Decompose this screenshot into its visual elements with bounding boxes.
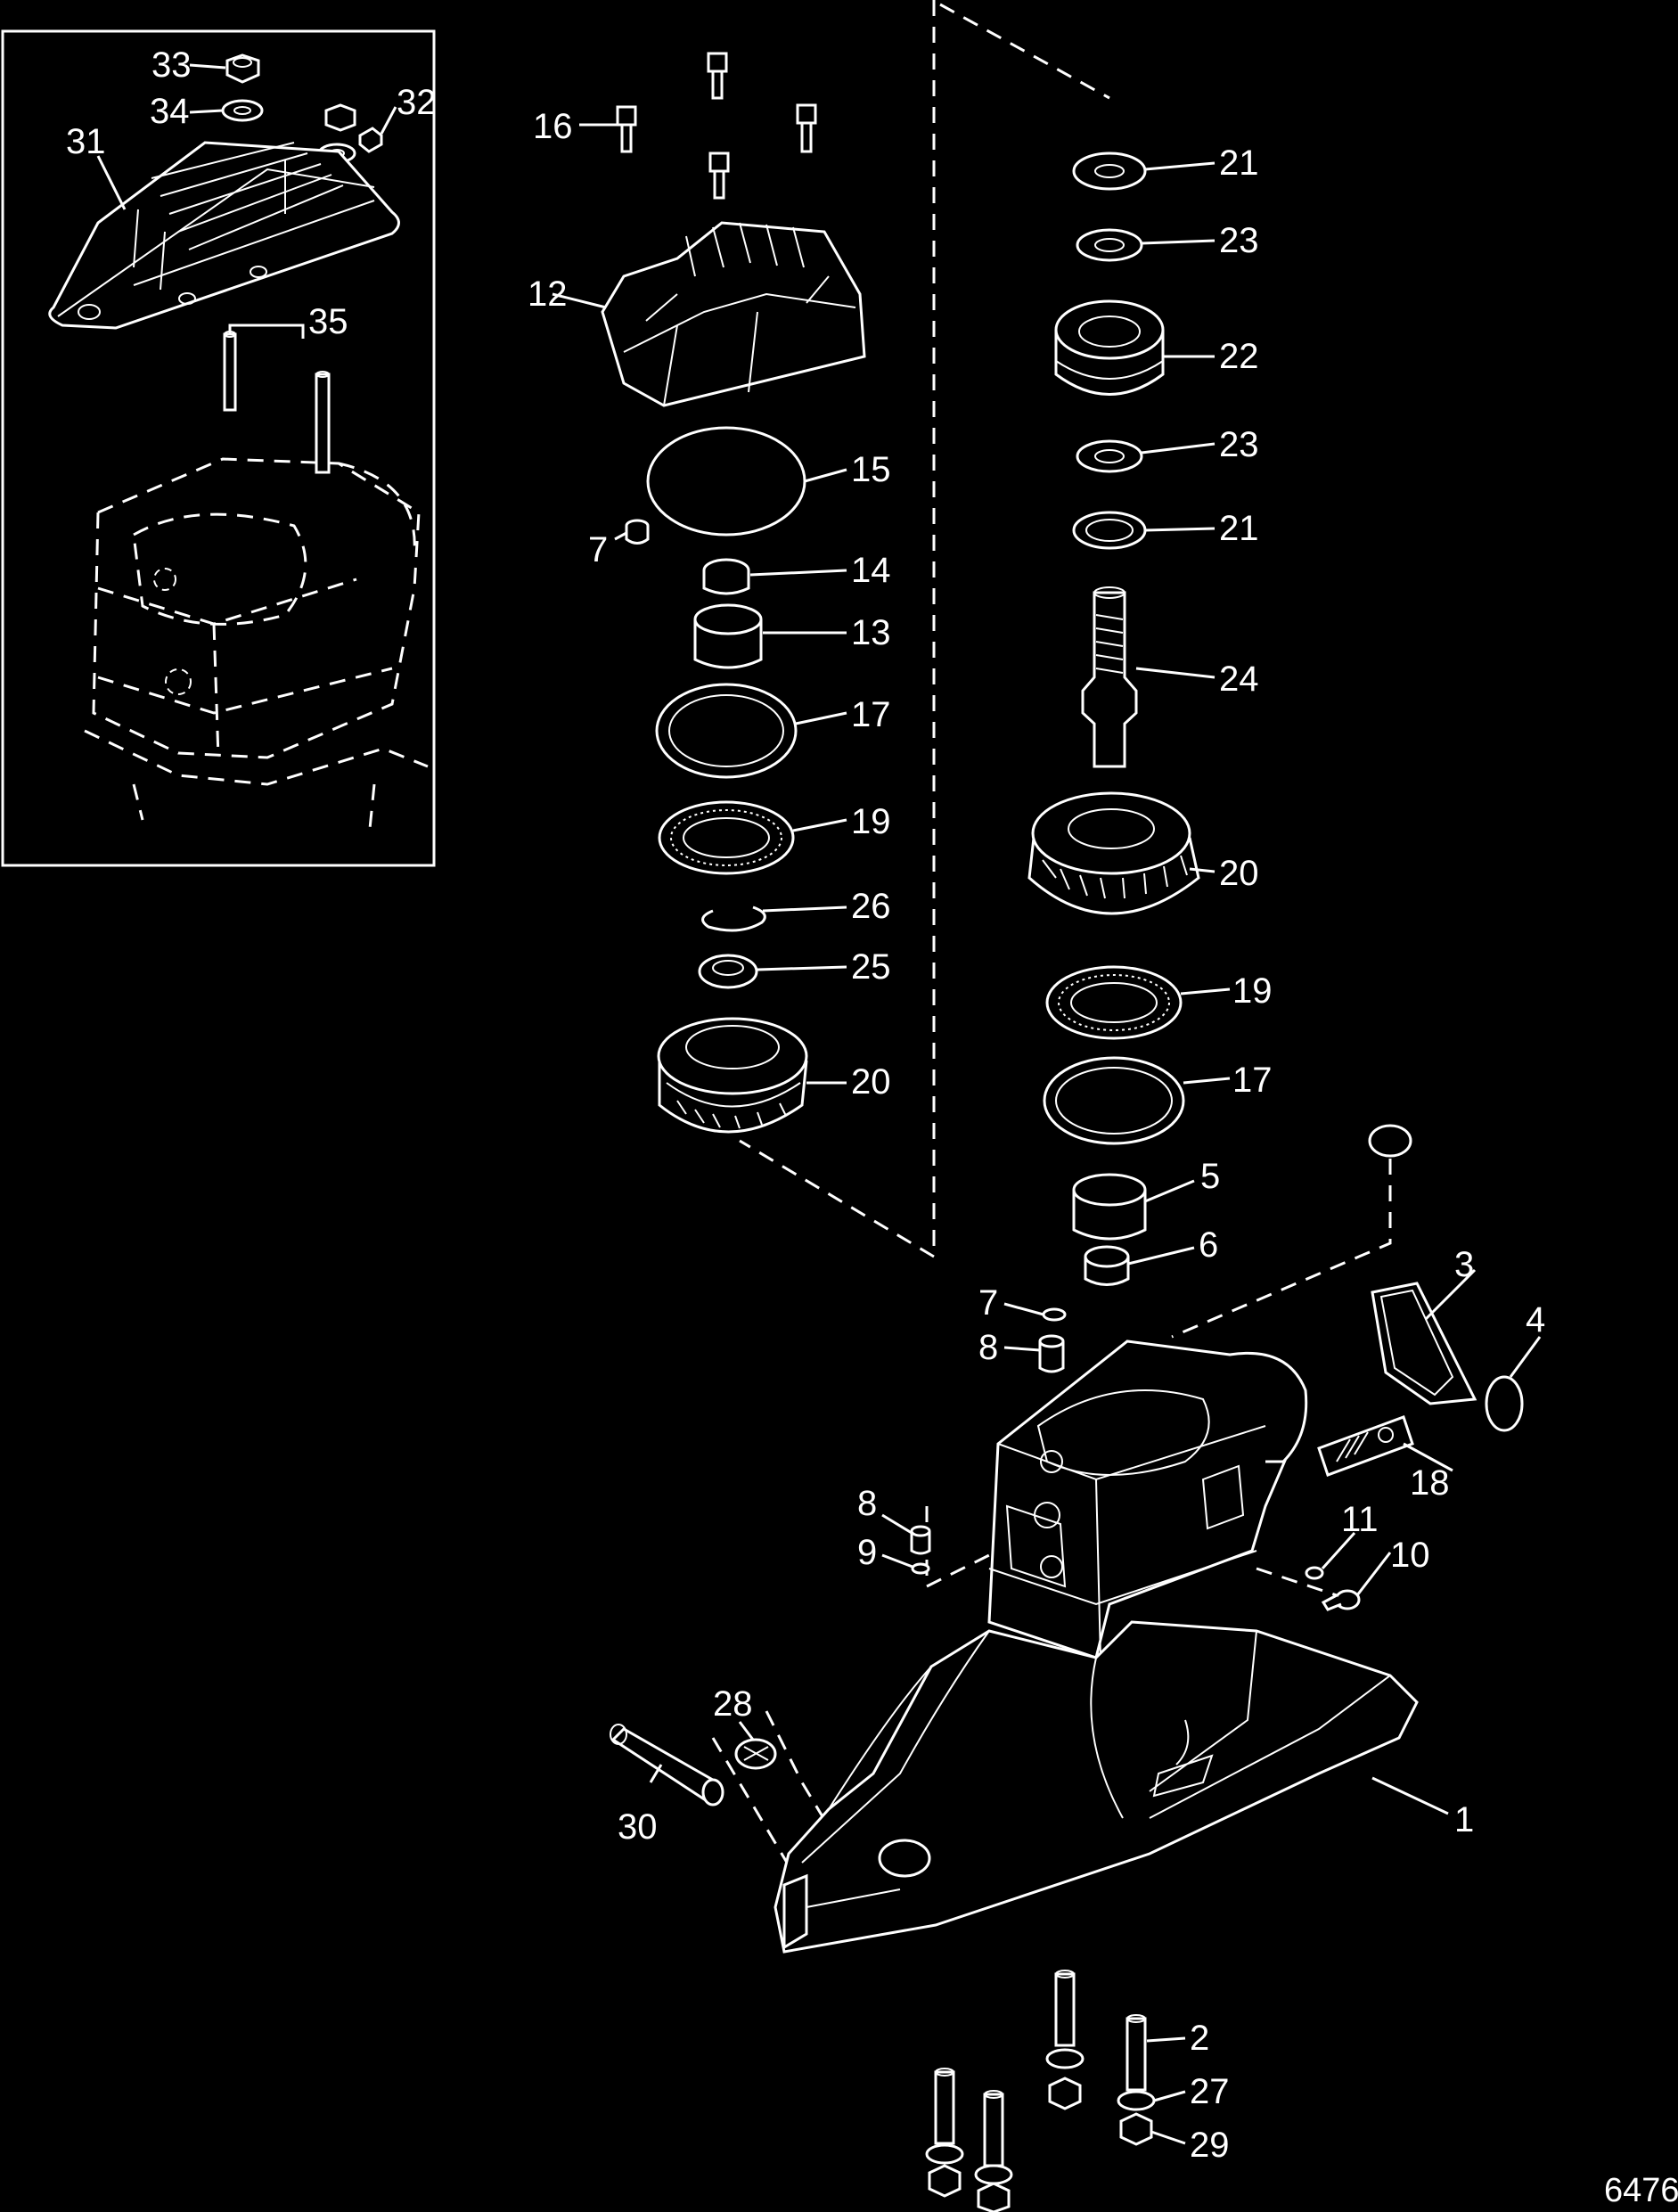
callout-5: 5 [1200,1157,1220,1196]
part-5-bushing [1072,1173,1147,1241]
callout-7-left: 7 [588,530,608,569]
part-7-plug-left [625,519,650,545]
part-28-plug [734,1738,777,1770]
callout-8-lower: 8 [857,1484,877,1523]
callout-7-right: 7 [978,1283,998,1323]
part-18-anode [1317,1415,1414,1477]
part-20-gear-right [1027,791,1200,915]
part-30-pin [610,1724,724,1806]
callout-26: 26 [851,887,891,926]
part-2-studs [934,1970,1147,2167]
part-13-bushing [693,603,763,669]
callout-20-right: 20 [1219,854,1259,893]
callout-1: 1 [1454,1800,1474,1839]
callout-11: 11 [1341,1500,1379,1539]
callout-8-upper: 8 [978,1328,998,1367]
part-3-gasket [1371,1282,1477,1405]
callout-17-left: 17 [851,695,891,734]
callout-19-left: 19 [851,802,891,841]
callout-13: 13 [851,613,891,652]
callout-33: 33 [151,45,192,85]
dashed-alignment-lines [711,0,1392,1881]
callout-6: 6 [1199,1225,1218,1265]
callout-24: 24 [1219,660,1259,699]
callout-10: 10 [1390,1536,1430,1575]
callout-20-left: 20 [851,1062,891,1102]
right-stack [1027,152,1412,1286]
callout-4: 4 [1526,1300,1545,1339]
callout-29: 29 [1190,2126,1230,2165]
callout-16: 16 [533,107,573,146]
callout-22: 22 [1219,337,1259,376]
callout-31: 31 [66,122,106,161]
part-8-dowel-lower [910,1525,931,1555]
part-21-washer-bottom [1072,511,1147,550]
part-23-shim-top [1076,228,1143,262]
callout-21-bottom: 21 [1219,509,1259,548]
part-26-snap-ring [701,905,766,932]
callout-23-bottom: 23 [1219,425,1259,464]
part-31-cover [48,141,400,330]
part-20-gear-left [657,1017,808,1134]
callout-23-top: 23 [1219,221,1259,260]
part-21-washer-top [1072,152,1147,191]
part-29-nuts [928,2077,1153,2212]
callout-35: 35 [308,302,348,341]
callout-15: 15 [851,450,891,489]
inset-panel [1,29,436,867]
part-14-bushing [702,558,750,595]
part-22-bearing-cup [1054,299,1165,396]
callout-27: 27 [1190,2072,1230,2111]
inset-border [1,29,436,867]
left-stack [601,52,866,1134]
part-19-bearing-left [658,800,795,875]
callout-3: 3 [1454,1245,1474,1284]
part-plug-cap [1368,1124,1412,1158]
part-25-race [698,954,758,989]
callout-32: 32 [397,83,437,122]
part-35-dowel-pins [223,331,331,474]
callout-21-top: 21 [1219,143,1259,183]
callout-9: 9 [857,1533,877,1572]
part-34-washer [221,99,264,122]
inset-gear-housing [84,457,429,830]
part-24-shaft [1081,586,1138,768]
callout-14: 14 [851,551,891,590]
part-23-shim-bottom [1076,439,1143,473]
callout-25: 25 [851,947,891,987]
part-12-cover [601,221,866,407]
part-1-gearcase [774,1620,1419,1954]
main-housing [987,1339,1308,1659]
callout-18: 18 [1410,1463,1450,1503]
callout-30: 30 [618,1807,658,1847]
callout-34: 34 [150,92,190,131]
part-33-nut [225,53,260,84]
part-7-plug-right [1042,1307,1067,1322]
part-17-ring-left [655,683,798,779]
callout-28: 28 [713,1684,753,1724]
leader-lines [96,63,1542,2145]
callout-17-right: 17 [1232,1061,1273,1100]
part-8-dowel-upper [1038,1334,1065,1373]
part-16-bolts [616,52,817,200]
callout-19-right: 19 [1232,971,1273,1011]
callout-2: 2 [1190,2019,1209,2058]
part-15-o-ring [646,426,806,537]
part-11-washer [1305,1566,1324,1580]
part-10-screw [1321,1589,1361,1611]
part-17-ring-right [1043,1056,1185,1145]
callout-12: 12 [528,274,568,314]
part-27-washers [925,2048,1156,2185]
part-6-bushing [1084,1245,1130,1286]
figure-id: 6476 [1604,2172,1678,2209]
part-19-bearing-right [1045,965,1183,1040]
callout-labels: 33 34 32 31 35 16 12 15 7 14 13 17 19 26… [66,45,1678,2209]
part-9-o-ring [911,1562,930,1575]
part-4-o-ring [1485,1375,1524,1432]
